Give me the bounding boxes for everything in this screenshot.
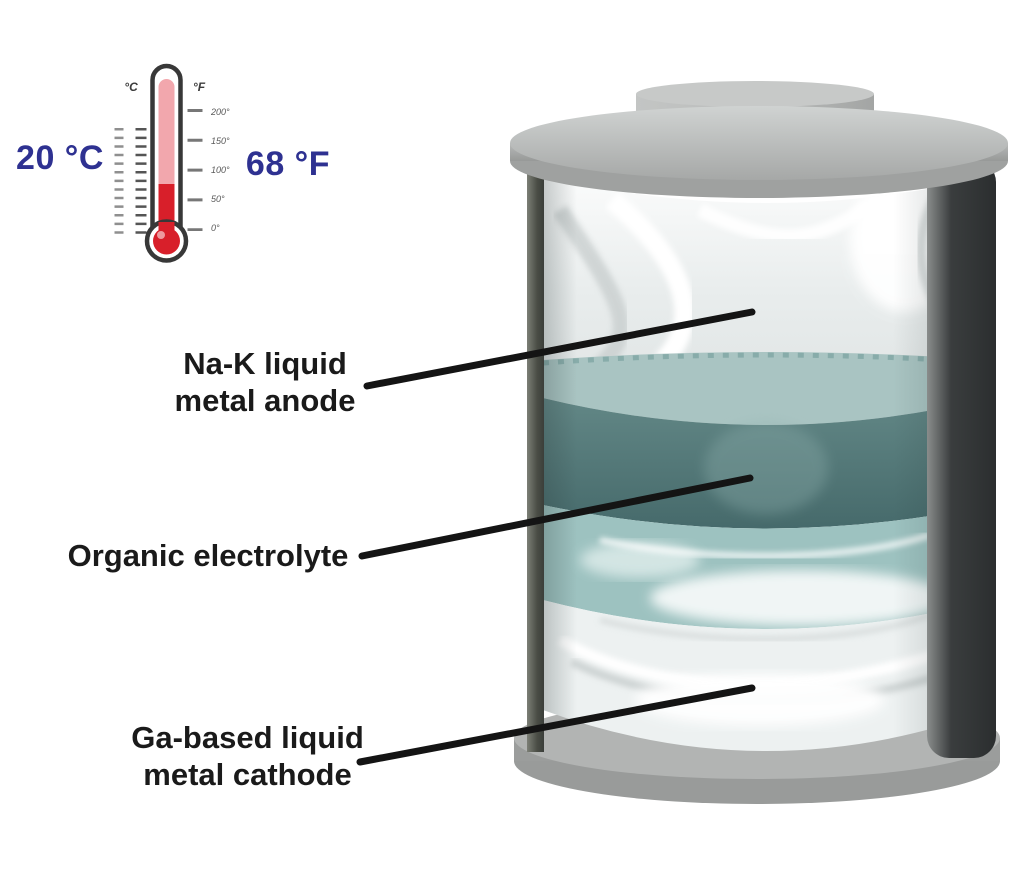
- fahrenheit-reading: 68 °F: [245, 145, 331, 183]
- cathode-label-line1: Ga-based liquid: [131, 720, 364, 755]
- fahrenheit-scale-label: 100°: [211, 165, 230, 175]
- celsius-reading: 20 °C: [16, 139, 104, 177]
- thermometer-bulb-fill: [153, 227, 180, 255]
- electrolyte-pointer-line: [358, 474, 754, 560]
- fahrenheit-scale-label: 50°: [211, 194, 225, 204]
- anode-pointer-line: [363, 308, 756, 390]
- anode-label-line2: metal anode: [174, 383, 356, 418]
- fahrenheit-scale-label: 0°: [211, 223, 220, 233]
- cathode-layer: [543, 600, 990, 751]
- left-electrode-rod: [527, 170, 544, 752]
- electrolyte-label: Organic electrolyte: [58, 537, 358, 574]
- anode-label: Na-K liquid metal anode: [150, 345, 380, 419]
- cathode-label: Ga-based liquid metal cathode: [120, 719, 375, 793]
- thermometer-bulb-gloss: [157, 231, 165, 239]
- thermometer-mercury-light: [158, 79, 175, 191]
- anode-label-line1: Na-K liquid: [183, 346, 347, 381]
- thermometer-icon: °C °F 200° 150° 100° 50° 0°: [114, 63, 230, 263]
- celsius-symbol-label: °C: [124, 80, 138, 94]
- right-electrode-rod: [927, 160, 996, 758]
- fahrenheit-scale-label: 150°: [211, 136, 230, 146]
- cell-lid: [510, 106, 1008, 198]
- fahrenheit-symbol-label: °F: [193, 80, 206, 94]
- electrolyte-label-line1: Organic electrolyte: [67, 538, 349, 573]
- cathode-pointer-line: [356, 684, 756, 766]
- fahrenheit-scale-label: 200°: [210, 107, 230, 117]
- cathode-label-line2: metal cathode: [143, 757, 352, 792]
- electrolyte-layer: [543, 352, 990, 629]
